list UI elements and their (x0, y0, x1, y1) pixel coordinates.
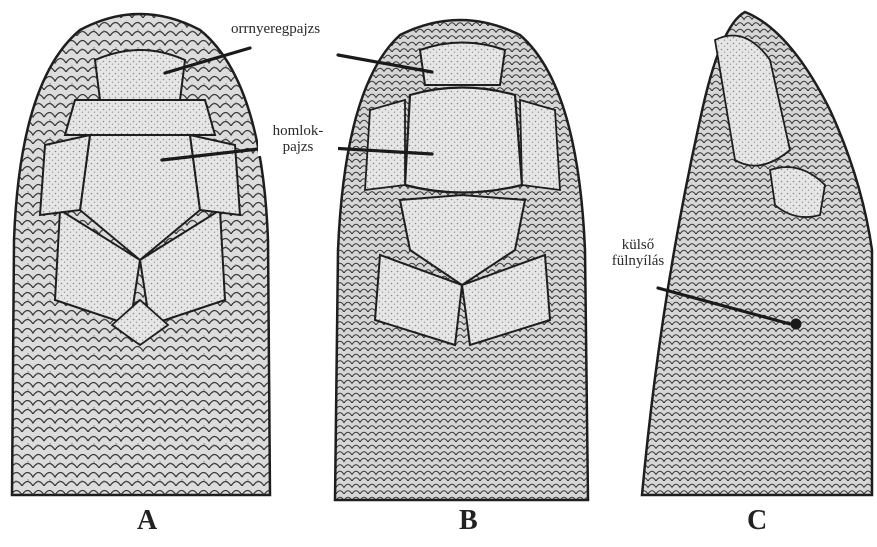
ear-opening (791, 319, 801, 329)
label-orrnyeregpajzs: orrnyeregpajzs (228, 22, 323, 38)
head-b-drawing (335, 20, 588, 500)
label-fulnyilas-line2: fülnyílás (606, 254, 670, 270)
panel-letter-a: A (137, 506, 157, 535)
label-kulso-fulnyilas: külső fülnyílás (606, 238, 670, 270)
panel-letter-c: C (747, 506, 767, 535)
label-homlokpajzs: homlok- pajzs (258, 124, 338, 156)
head-a-drawing (12, 14, 270, 495)
label-homlokpajzs-line2: pajzs (258, 140, 338, 156)
panel-letter-b: B (459, 506, 478, 535)
head-c-drawing (642, 12, 872, 495)
label-homlokpajzs-line1: homlok- (258, 124, 338, 140)
label-fulnyilas-line1: külső (606, 238, 670, 254)
